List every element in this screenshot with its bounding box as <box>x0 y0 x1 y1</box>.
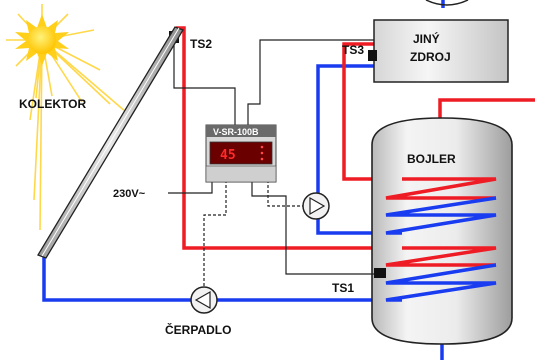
solar-controller: V-SR-100B 45 <box>205 124 277 183</box>
controller-footer <box>205 165 277 183</box>
solar-collector-panel <box>37 26 184 259</box>
controller-model-label: V-SR-100B <box>213 127 259 137</box>
boiler-label: BOJLER <box>407 152 456 166</box>
collector-flow-pipe <box>176 26 402 250</box>
collector-label: KOLEKTOR <box>19 97 86 111</box>
pump-wire-upper <box>267 180 304 207</box>
other-source-label-line2: ZDROJ <box>410 50 451 64</box>
ts3-label: TS3 <box>342 43 364 57</box>
controller-led-2 <box>260 151 264 155</box>
ts1-wire <box>251 180 378 275</box>
controller-led-3 <box>260 157 264 161</box>
controller-led-1 <box>260 145 264 149</box>
main-pump-icon <box>190 286 218 314</box>
pump-label: ČERPADLO <box>165 322 231 337</box>
upper-heat-exchanger-coil <box>385 177 497 235</box>
hot-water-outlet-pipe <box>438 98 535 118</box>
ts2-wire <box>173 40 236 128</box>
other-source-return-pipe <box>316 64 402 235</box>
other-source-unit: JINÝ ZDROJ <box>373 0 509 83</box>
sun-core <box>28 26 56 54</box>
controller-header <box>206 125 276 137</box>
power-supply-label: 230V~ <box>113 188 146 200</box>
controller-temperature-readout: 45 <box>220 148 236 163</box>
other-source-top-arc <box>425 0 469 6</box>
ts3-wire <box>247 39 374 128</box>
ts3-sensor <box>368 50 377 61</box>
secondary-pump-icon <box>302 192 330 220</box>
pump-wire-lower <box>203 180 227 286</box>
ts1-sensor <box>374 268 386 278</box>
ts1-label: TS1 <box>332 281 354 295</box>
controller-display <box>209 141 273 165</box>
ts2-label: TS2 <box>190 37 212 51</box>
sun-icon <box>6 4 127 231</box>
pump-control-wires <box>203 180 304 286</box>
control-wires <box>168 39 378 275</box>
lower-heat-exchanger-coil <box>385 246 497 302</box>
other-source-label-line1: JINÝ <box>413 31 440 46</box>
collector-return-pipe <box>42 255 402 302</box>
power-wire <box>168 180 213 194</box>
